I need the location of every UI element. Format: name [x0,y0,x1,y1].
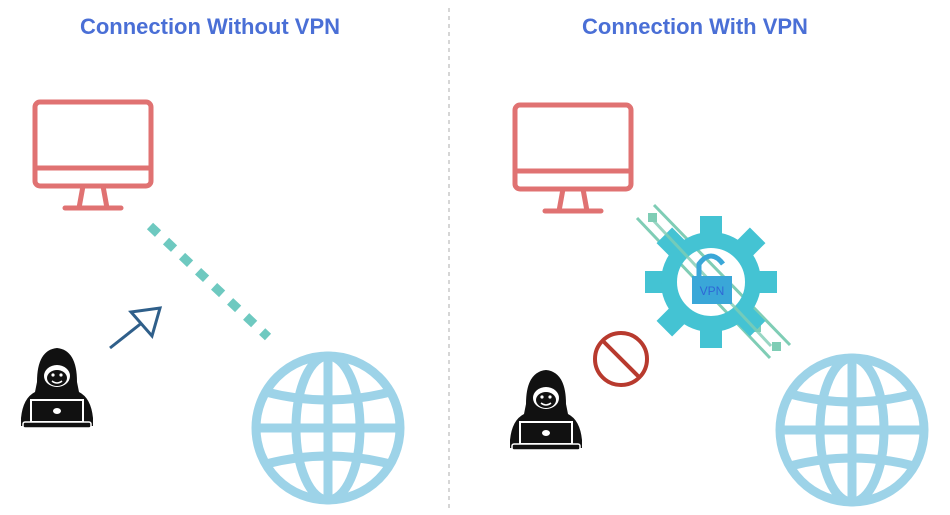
hacker-icon [509,369,583,451]
attack-arrow-icon [109,306,163,350]
internet-globe-icon [256,356,400,500]
computer-monitor-icon [35,102,151,208]
padlock-icon [692,276,732,304]
vpn-lock-label: VPN [700,284,725,298]
unprotected-connection-link [146,222,272,341]
hacker-icon [20,347,94,429]
internet-globe-icon [780,358,924,502]
padlock-shackle [696,253,725,276]
title-with-vpn: Connection With VPN [582,14,808,39]
title-without-vpn: Connection Without VPN [79,14,341,39]
vpn-gear-icon: VPN [645,216,777,348]
blocked-icon [593,331,649,387]
computer-monitor-icon [515,105,631,211]
